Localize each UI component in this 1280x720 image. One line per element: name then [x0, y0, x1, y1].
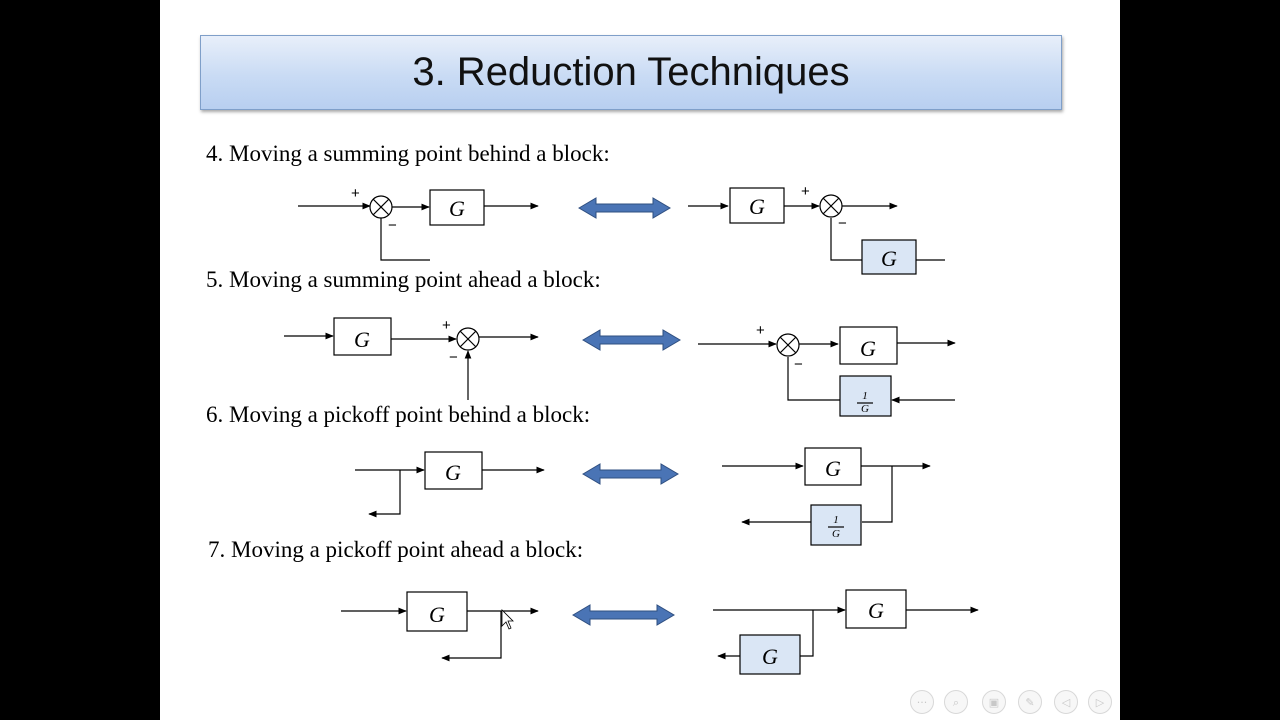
block-label: G: [354, 327, 370, 352]
block-g: [729, 187, 785, 224]
block-label: G: [860, 336, 876, 361]
fraction-numerator: 1: [833, 514, 839, 526]
diagram-4-after: [688, 187, 945, 275]
slides-icon[interactable]: ▣: [982, 690, 1006, 714]
diagram-6-after: [722, 447, 931, 546]
minus-sign: −: [449, 349, 458, 366]
previous-icon[interactable]: ◁: [1054, 690, 1078, 714]
plus-sign: +: [442, 317, 451, 334]
summing-junction: [776, 333, 800, 357]
block-label: G: [449, 196, 465, 221]
zoom-icon[interactable]: ⌕: [944, 690, 968, 714]
block-g: [333, 317, 392, 356]
block-g: [845, 589, 907, 629]
diagram-4-before: [298, 189, 539, 261]
title-bar: 3. Reduction Techniques: [200, 35, 1062, 110]
block-g: [839, 326, 898, 365]
diagram-7-before: [341, 591, 539, 662]
block-g: [406, 591, 468, 632]
minus-sign: −: [388, 217, 397, 234]
mouse-cursor-icon: [501, 609, 514, 630]
feedback-block-inverse: [810, 504, 862, 546]
fraction-denominator: G: [832, 528, 840, 540]
equivalence-arrow-6: [582, 463, 679, 485]
block-label: G: [881, 246, 897, 271]
block-g: [429, 189, 485, 226]
equivalence-arrow-4: [578, 197, 671, 219]
block-label: G: [762, 644, 778, 669]
minus-sign: −: [794, 356, 803, 373]
plus-sign: +: [351, 185, 360, 202]
plus-sign: +: [801, 183, 810, 200]
summing-junction: [456, 327, 480, 351]
block-label: G: [825, 456, 841, 481]
feedback-block-g: [861, 239, 917, 275]
slide-title: 3. Reduction Techniques: [412, 50, 850, 94]
block-label: G: [445, 460, 461, 485]
fraction-denominator: G: [861, 403, 869, 415]
heading-4: 4. Moving a summing point behind a block…: [206, 141, 610, 166]
diagram-5-after: [698, 326, 956, 417]
summing-junction: [819, 194, 843, 218]
menu-icon[interactable]: ···: [910, 690, 934, 714]
equivalence-arrow-5: [582, 329, 681, 351]
slide: 3. Reduction Techniques 4. Moving a summ…: [160, 0, 1120, 720]
diagram-7-after: [713, 589, 979, 675]
next-icon[interactable]: ▷: [1088, 690, 1112, 714]
heading-7: 7. Moving a pickoff point ahead a block:: [208, 537, 584, 562]
block-label: G: [868, 598, 884, 623]
heading-6: 6. Moving a pickoff point behind a block…: [206, 402, 591, 427]
heading-5: 5. Moving a summing point ahead a block:: [206, 267, 601, 292]
equivalence-arrow-7: [572, 604, 675, 626]
diagram-5-before: [284, 317, 539, 400]
fraction-numerator: 1: [862, 390, 868, 402]
feedback-block-inverse: [839, 375, 892, 417]
plus-sign: +: [756, 322, 765, 339]
diagram-6-before: [355, 451, 545, 518]
block-label: G: [429, 602, 445, 627]
block-label: G: [749, 194, 765, 219]
feedback-block-g: [739, 634, 801, 675]
pen-icon[interactable]: ✎: [1018, 690, 1042, 714]
minus-sign: −: [838, 215, 847, 232]
summing-junction: [369, 195, 393, 219]
